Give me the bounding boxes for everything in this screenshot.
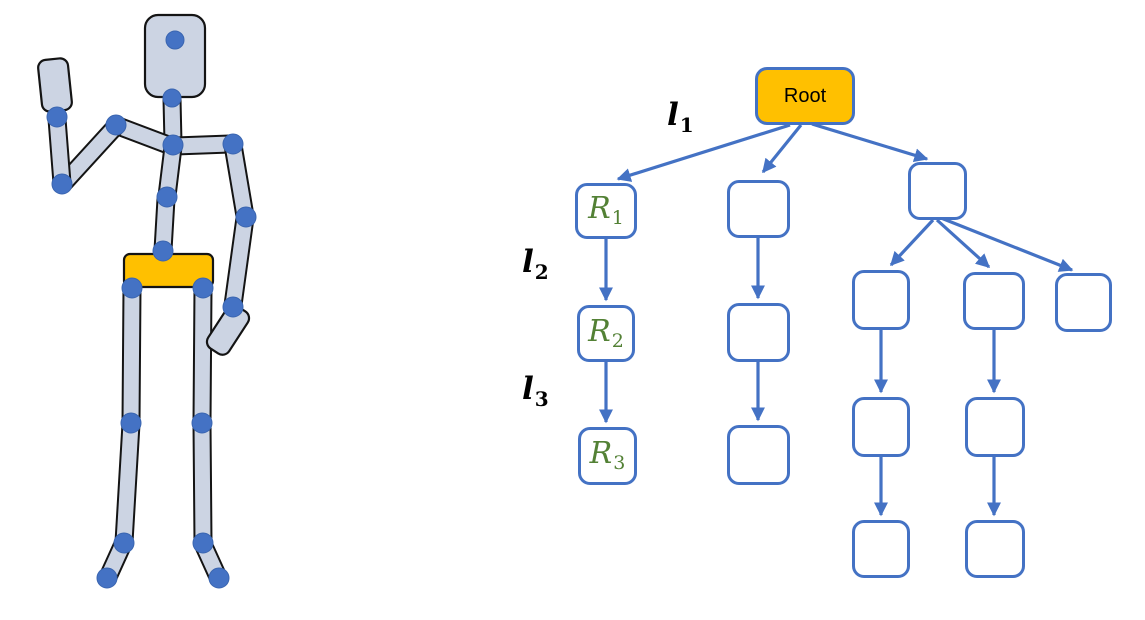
edge-label-l1: l1 xyxy=(667,97,694,137)
tree-node-root-label: Root xyxy=(783,84,827,107)
l1-sub: 1 xyxy=(679,113,694,137)
skeleton-bone-forearm-left xyxy=(47,109,72,193)
tree-node-b3 xyxy=(727,425,790,485)
skeleton-head xyxy=(143,13,207,99)
tree-node-r2-label: R2 xyxy=(588,313,624,352)
tree-node-c2b xyxy=(965,520,1025,578)
skeleton-bone-thigh-right xyxy=(192,278,213,432)
r2-base: R xyxy=(588,313,611,349)
edge-c-c3 xyxy=(940,216,1074,272)
edge-label-l2: l2 xyxy=(522,244,549,284)
r3-sub: 3 xyxy=(613,452,626,474)
skeleton-bone-clavicle-left xyxy=(108,116,181,156)
r1-base: R xyxy=(588,191,611,226)
tree-node-c2 xyxy=(963,272,1025,330)
tree-node-root: Root xyxy=(755,67,855,125)
joint-ankle-right xyxy=(192,532,214,554)
r2-sub: 2 xyxy=(611,329,624,352)
joint-hip-left xyxy=(121,277,143,299)
tree-node-r1: R1 xyxy=(575,183,637,239)
skeleton-hand-left xyxy=(37,57,73,113)
joint-knee-right xyxy=(191,412,213,434)
r3-base: R xyxy=(589,436,613,471)
tree-node-c2a xyxy=(965,397,1025,457)
joint-toe-left xyxy=(96,567,118,589)
skeleton-bone-upper-arm-left xyxy=(53,116,126,194)
r1-sub: 1 xyxy=(611,207,624,229)
skeleton-bone-forearm-right xyxy=(223,208,255,315)
tree-node-r3: R3 xyxy=(578,427,637,485)
joint-hip-right xyxy=(192,277,214,299)
tree-node-b1 xyxy=(727,180,790,238)
edge-root-b1 xyxy=(761,123,803,174)
skeleton-bone-thigh-left xyxy=(121,278,142,432)
tree-node-r1-label: R1 xyxy=(588,194,624,228)
joint-elbow-right xyxy=(235,206,257,228)
edge-label-l3: l3 xyxy=(522,371,549,411)
tree-node-c1 xyxy=(852,270,910,330)
joint-wrist-left xyxy=(46,106,68,128)
l2-base: l xyxy=(522,244,534,280)
joint-head xyxy=(165,30,185,50)
skeleton-joints xyxy=(46,30,257,589)
tree-node-c3 xyxy=(1055,273,1112,332)
joint-knee-left xyxy=(120,412,142,434)
edge-c-c1 xyxy=(889,218,935,267)
joint-neck xyxy=(162,88,182,108)
joint-shoulder-right xyxy=(222,133,244,155)
l2-sub: 2 xyxy=(534,260,549,284)
l1-base: l xyxy=(667,97,679,133)
tree-node-c1b xyxy=(852,520,910,578)
l3-base: l xyxy=(522,371,534,407)
tree-node-r3-label: R3 xyxy=(590,439,626,473)
skeleton-bone-upper-arm-right xyxy=(223,135,255,226)
joint-chest xyxy=(162,134,184,156)
skeleton-bone-clavicle-right xyxy=(165,134,240,156)
joint-shoulder-left xyxy=(105,114,127,136)
l3-sub: 3 xyxy=(534,387,549,411)
tree-node-r2: R2 xyxy=(577,305,635,362)
edge-root-c xyxy=(811,122,929,163)
skeleton-bone-shin-left xyxy=(114,414,141,552)
tree-node-c1a xyxy=(852,397,910,457)
joint-pelvis-top xyxy=(152,240,174,262)
joint-belly xyxy=(156,186,178,208)
joint-toe-right xyxy=(208,567,230,589)
edge-c-c2 xyxy=(935,218,991,269)
joint-ankle-left xyxy=(113,532,135,554)
tree-node-b2 xyxy=(727,303,790,362)
skeleton-bone-shin-right xyxy=(192,414,213,552)
joint-wrist-right xyxy=(222,296,244,318)
joint-elbow-left xyxy=(51,173,73,195)
edge-root-r1 xyxy=(616,123,791,182)
tree-node-c xyxy=(908,162,967,220)
skeleton-figure xyxy=(37,13,257,589)
